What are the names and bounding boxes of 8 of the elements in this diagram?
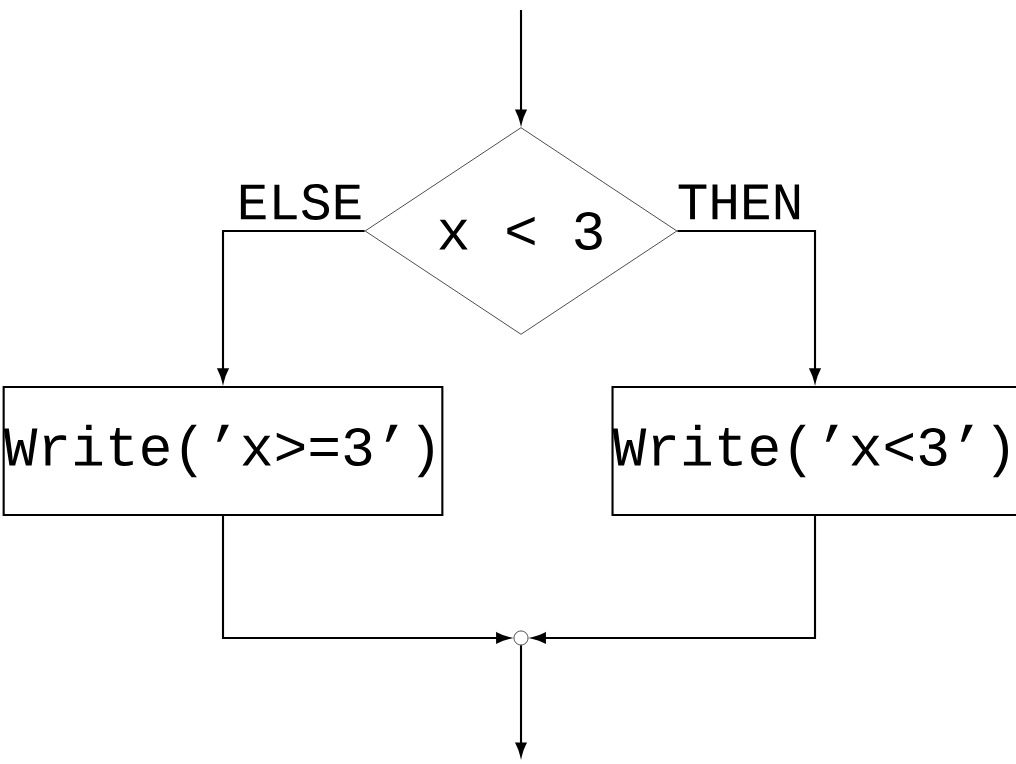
arrow — [515, 645, 527, 757]
arrow — [217, 229, 365, 383]
edge-label: ELSE — [234, 182, 366, 222]
arrow — [221, 516, 511, 644]
arrow — [515, 10, 527, 124]
junction-circle — [513, 630, 529, 646]
arrow — [677, 229, 821, 383]
arrow — [531, 516, 817, 644]
